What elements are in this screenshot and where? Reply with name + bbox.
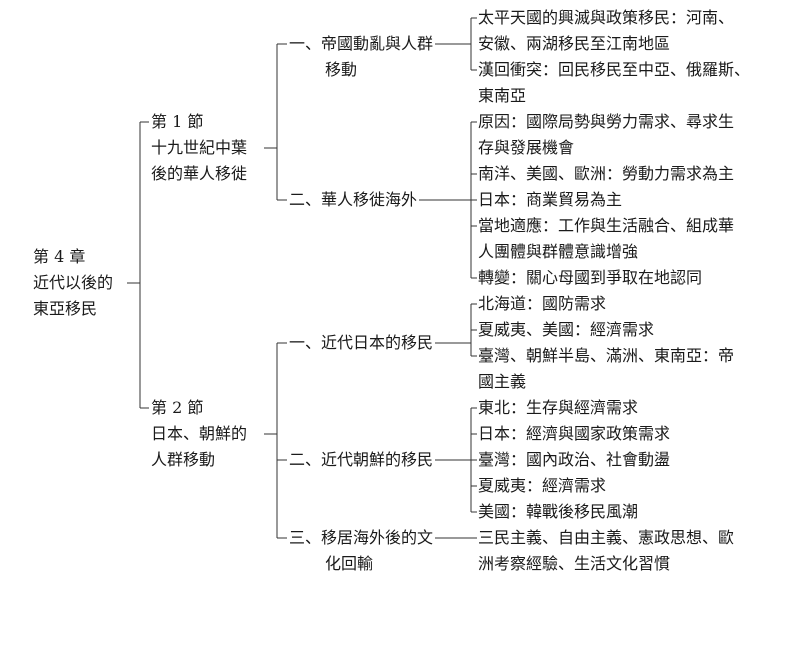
section-label: 第 1 節 bbox=[151, 112, 203, 131]
section-label: 十九世紀中葉 bbox=[151, 138, 247, 157]
leaf-text: 夏威夷、美國：經濟需求 bbox=[478, 320, 654, 339]
leaf-text: 日本：商業貿易為主 bbox=[478, 190, 622, 209]
outline-nodes: 太平天國的興滅與政策移民：河南、安徽、兩湖移民至江南地區漢回衝突：回民移民至中亞… bbox=[33, 8, 750, 573]
topic-label: 二、華人移徙海外 bbox=[289, 190, 417, 209]
chapter-label: 近代以後的 bbox=[33, 273, 113, 292]
leaf-text: 當地適應：工作與生活融合、組成華 bbox=[478, 216, 734, 235]
leaf-text: 太平天國的興滅與政策移民：河南、 bbox=[478, 8, 734, 27]
leaf-text: 轉變：關心母國到爭取在地認同 bbox=[478, 268, 702, 287]
connector-lines bbox=[127, 17, 477, 539]
leaf-text: 東南亞 bbox=[478, 86, 526, 105]
leaf-text: 洲考察經驗、生活文化習慣 bbox=[478, 554, 670, 573]
topic-label: 移動 bbox=[325, 60, 357, 79]
leaf-text: 漢回衝突：回民移民至中亞、俄羅斯、 bbox=[478, 60, 750, 79]
section-label: 日本、朝鮮的 bbox=[151, 424, 247, 443]
leaf-text: 南洋、美國、歐洲：勞動力需求為主 bbox=[478, 164, 734, 183]
leaf-text: 北海道：國防需求 bbox=[478, 294, 606, 313]
leaf-text: 人團體與群體意識增強 bbox=[478, 242, 638, 261]
leaf-text: 臺灣：國內政治、社會動盪 bbox=[478, 450, 670, 469]
leaf-text: 美國：韓戰後移民風潮 bbox=[478, 502, 638, 521]
leaf-text: 三民主義、自由主義、憲政思想、歐 bbox=[478, 528, 734, 547]
section-label: 人群移動 bbox=[151, 450, 215, 469]
topic-label: 三、移居海外後的文 bbox=[289, 528, 433, 547]
leaf-text: 原因：國際局勢與勞力需求、尋求生 bbox=[478, 112, 734, 131]
leaf-text: 存與發展機會 bbox=[478, 138, 574, 157]
section-label: 後的華人移徙 bbox=[151, 164, 247, 183]
leaf-text: 東北：生存與經濟需求 bbox=[478, 398, 638, 417]
chapter-label: 東亞移民 bbox=[33, 299, 97, 318]
topic-label: 化回輸 bbox=[325, 554, 373, 573]
leaf-text: 日本：經濟與國家政策需求 bbox=[478, 424, 670, 443]
section-label: 第 2 節 bbox=[151, 398, 203, 417]
topic-label: 一、近代日本的移民 bbox=[289, 333, 433, 352]
topic-label: 一、帝國動亂與人群 bbox=[289, 34, 433, 53]
topic-label: 二、近代朝鮮的移民 bbox=[289, 450, 433, 469]
leaf-text: 國主義 bbox=[478, 372, 526, 391]
leaf-text: 臺灣、朝鮮半島、滿洲、東南亞：帝 bbox=[478, 346, 734, 365]
leaf-text: 夏威夷：經濟需求 bbox=[478, 476, 606, 495]
chapter-label: 第 4 章 bbox=[33, 247, 85, 266]
leaf-text: 安徽、兩湖移民至江南地區 bbox=[478, 34, 670, 53]
